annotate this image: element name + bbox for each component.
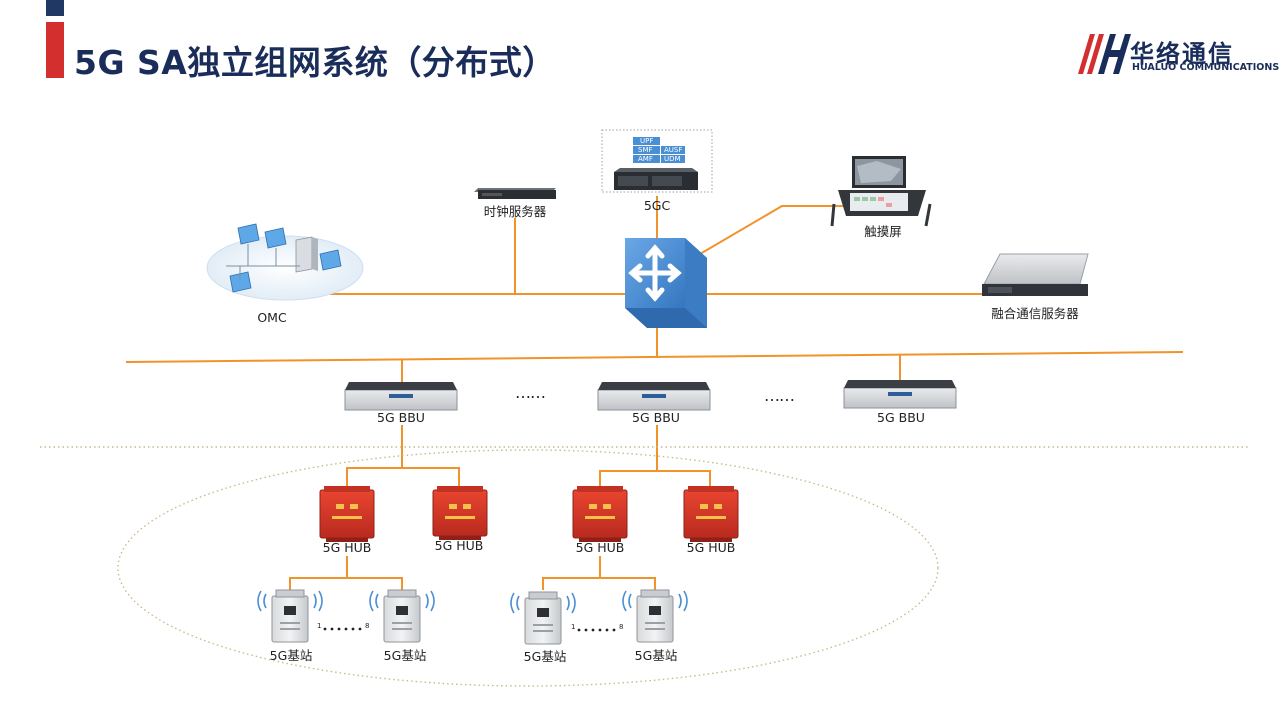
converged-server-label: 融合通信服务器	[991, 306, 1079, 321]
hub-box-3-icon	[572, 486, 628, 542]
core-network-icon	[601, 129, 713, 193]
base-station-1-label: 5G基站	[269, 648, 313, 663]
touch-screen-label: 触摸屏	[864, 224, 902, 239]
range-start-left: 1	[317, 622, 322, 630]
hub-2-label: 5G HUB	[434, 538, 484, 553]
access-bus-line	[125, 351, 1184, 363]
bbu-3-label: 5G BBU	[877, 410, 925, 425]
clock-server-icon	[474, 188, 556, 199]
base-station-1-icon	[257, 589, 323, 643]
base-station-3-label: 5G基站	[523, 649, 567, 664]
core-function-smf: SMF	[638, 146, 653, 154]
core-network-label: 5GC	[643, 198, 671, 213]
touch-screen-icon	[830, 156, 932, 227]
title-accent-top	[46, 0, 64, 16]
core-switch-icon	[625, 238, 707, 328]
bbu-ellipsis-2: ……	[764, 386, 795, 405]
core-function-ausf: AUSF	[664, 146, 683, 154]
hub-1-bs-link	[289, 556, 348, 590]
base-station-4-icon	[622, 589, 688, 643]
hub-3-label: 5G HUB	[575, 540, 625, 555]
bbu-server-2-icon	[597, 382, 711, 411]
base-station-4-label: 5G基站	[634, 648, 678, 663]
bbu-1-label: 5G BBU	[377, 410, 425, 425]
bbu-ellipsis-1: ……	[515, 383, 546, 402]
base-station-2-icon	[369, 589, 435, 643]
logo-english-name: HUALUO COMMUNICATIONS	[1132, 62, 1280, 73]
range-end-right: 8	[619, 623, 624, 631]
hub-3-bs-link	[542, 556, 601, 590]
logo-chinese-name: 华络通信	[1130, 40, 1234, 68]
touch-screen-link	[699, 205, 843, 255]
base-station-3-icon	[510, 591, 576, 645]
company-logo-icon	[1078, 34, 1131, 74]
core-function-upf: UPF	[640, 137, 654, 145]
converged-server-icon	[982, 253, 1089, 296]
page-title: 5G SA独立组网系统（分布式）	[74, 43, 556, 82]
core-function-amf: AMF	[638, 155, 653, 163]
bbu-server-3-icon	[843, 380, 957, 409]
range-dots-left	[323, 627, 362, 631]
hub-box-4-icon	[683, 486, 739, 542]
range-start-right: 1	[571, 623, 576, 631]
clock-server-label: 时钟服务器	[483, 204, 547, 219]
omc-icon	[206, 223, 364, 301]
omc-label: OMC	[257, 310, 287, 325]
hub-1-label: 5G HUB	[322, 540, 372, 555]
coverage-area-ellipse	[117, 449, 939, 687]
title-accent-bar	[46, 22, 64, 78]
hub-box-2-icon	[432, 486, 488, 540]
bbu-1-hub-link-a	[346, 425, 403, 486]
bbu-server-1-icon	[344, 382, 458, 411]
hub-4-label: 5G HUB	[686, 540, 736, 555]
base-station-2-label: 5G基站	[383, 648, 427, 663]
range-dots-right	[577, 628, 616, 632]
hub-box-1-icon	[319, 486, 375, 542]
range-end-left: 8	[365, 622, 370, 630]
core-function-blocks	[633, 137, 685, 163]
bbu-2-hub-link-a	[599, 425, 658, 486]
core-function-udm: UDM	[664, 155, 681, 163]
bbu-2-label: 5G BBU	[632, 410, 680, 425]
